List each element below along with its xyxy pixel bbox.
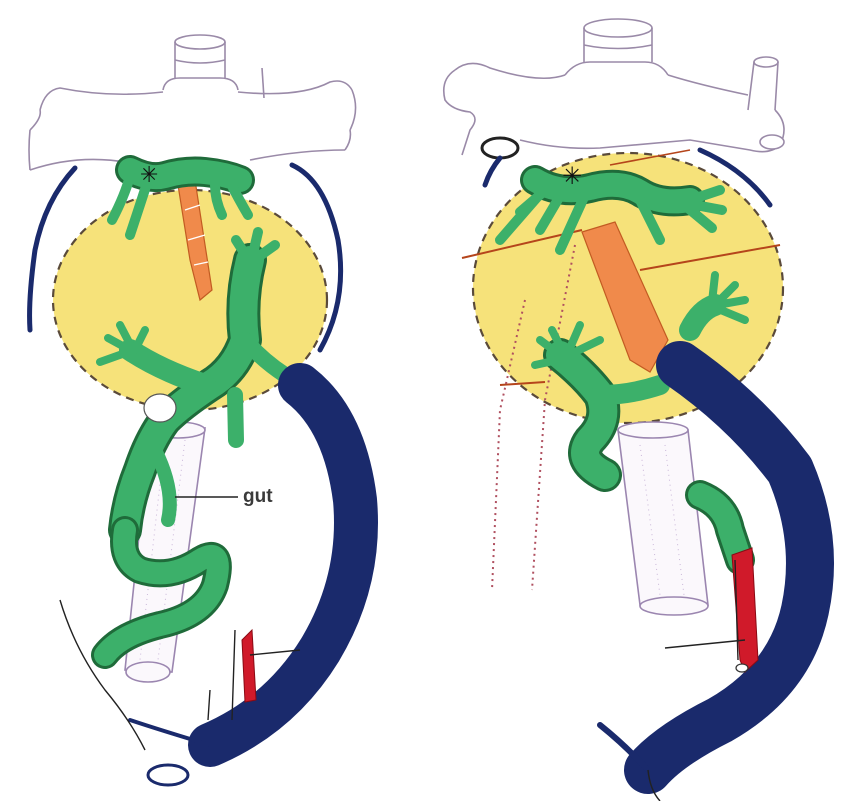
left-top-tube (163, 35, 264, 98)
right-body-wall-left (485, 158, 500, 185)
left-gut-label: gut (243, 486, 273, 507)
left-gap (144, 394, 176, 422)
left-asterisk: ✳ (140, 163, 158, 188)
right-panel: ✳ (444, 19, 810, 801)
right-asterisk: ✳ (562, 162, 582, 190)
left-red-vessel (242, 630, 256, 702)
right-gut (618, 422, 708, 615)
left-bottom-ring (148, 765, 188, 785)
right-leader (665, 640, 745, 648)
right-body-band (444, 63, 784, 158)
right-left-opening (482, 138, 518, 158)
right-side-tube (748, 57, 778, 110)
left-panel: ✳ gut (29, 35, 356, 785)
right-top-tube (565, 19, 668, 75)
